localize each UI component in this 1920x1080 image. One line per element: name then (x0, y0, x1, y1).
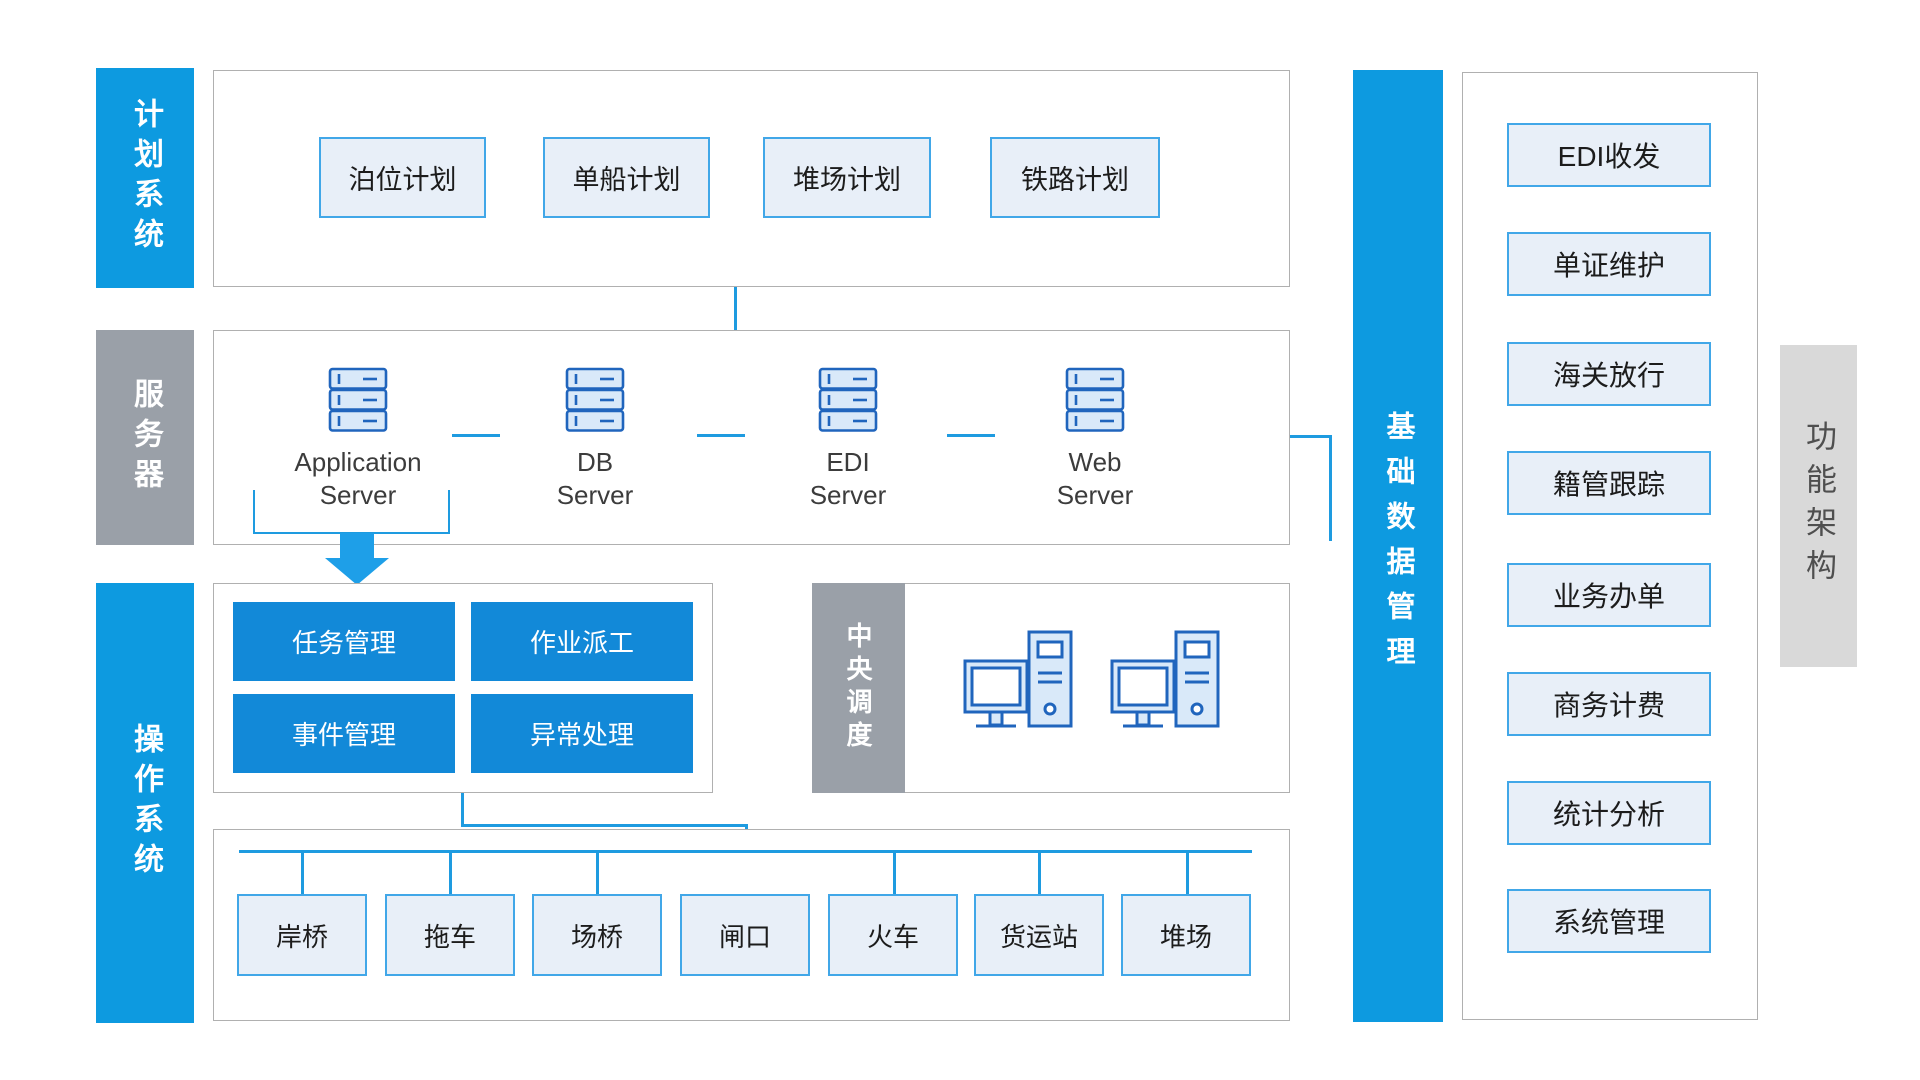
planning-item-berth: 泊位计划 (319, 137, 486, 218)
workstation-icon (963, 630, 1073, 728)
server-rack-icon (818, 367, 878, 432)
server-label-application: Application Server (258, 446, 458, 512)
equipment-box-freight-station: 货运站 (974, 894, 1104, 976)
function-label: 业务办单 (1552, 581, 1665, 612)
planning-item-rail: 铁路计划 (990, 137, 1160, 218)
equipment-label: 堆场 (1159, 921, 1212, 952)
equipment-drop-line (893, 850, 896, 895)
rail-base-data-management-label: 基础数据管理 (1382, 411, 1414, 681)
function-box-system-management: 系统管理 (1507, 889, 1711, 953)
down-arrow-head (325, 558, 389, 585)
connector-servers-right-v (1329, 435, 1332, 541)
equipment-box-train: 火车 (828, 894, 958, 976)
equipment-label: 火车 (866, 921, 919, 952)
task-box-label: 作业派工 (529, 628, 634, 658)
connector-tasks-down (461, 793, 464, 826)
function-box-customs-release: 海关放行 (1507, 342, 1711, 406)
server-label-line2: Server (556, 480, 634, 510)
equipment-drop-line (1186, 850, 1189, 895)
rail-function-architecture-label: 功能架构 (1801, 420, 1836, 592)
equipment-box-yard-crane: 场桥 (532, 894, 662, 976)
rail-server: 服务器 (96, 330, 194, 545)
connector-planning-to-servers (734, 287, 737, 330)
equipment-drop-line (1038, 850, 1041, 895)
rail-base-data-management: 基础数据管理 (1353, 70, 1443, 1022)
equipment-label: 场桥 (570, 921, 623, 952)
rail-planning-system-label: 计划系统 (129, 98, 162, 258)
server-link-dash (452, 434, 500, 437)
server-link-dash (947, 434, 995, 437)
server-rack-icon (565, 367, 625, 432)
task-box-event-management: 事件管理 (233, 694, 455, 773)
planning-item-vessel: 单船计划 (543, 137, 710, 218)
server-label-line2: Server (319, 480, 397, 510)
equipment-box-gate: 闸口 (680, 894, 810, 976)
function-box-edi: EDI收发 (1507, 123, 1711, 187)
function-label: 海关放行 (1552, 360, 1665, 391)
connector-tasks-across (461, 824, 748, 827)
central-dispatch-label: 中央调度 (843, 622, 873, 754)
server-label-web: Web Server (995, 446, 1195, 512)
functions-panel (1462, 72, 1758, 1020)
rail-operation-system-label: 操作系统 (129, 723, 162, 883)
server-label-line2: Server (809, 480, 887, 510)
equipment-bus-line (239, 850, 1252, 853)
function-label: 统计分析 (1552, 799, 1665, 830)
function-box-registry-tracking: 籍管跟踪 (1507, 451, 1711, 515)
function-label: 单证维护 (1552, 250, 1665, 281)
rail-server-label: 服务器 (129, 377, 162, 498)
rail-function-architecture: 功能架构 (1780, 345, 1857, 667)
server-label-db: DB Server (495, 446, 695, 512)
server-label-line1: Web (1068, 447, 1122, 477)
server-rack-icon (1065, 367, 1125, 432)
equipment-drop-line (449, 850, 452, 895)
function-box-statistics-analysis: 统计分析 (1507, 781, 1711, 845)
server-link-dash (697, 434, 745, 437)
connector-servers-right-h (1290, 435, 1332, 438)
server-rack-icon (328, 367, 388, 432)
planning-item-berth-label: 泊位计划 (348, 165, 457, 195)
central-dispatch-strip: 中央调度 (812, 583, 905, 793)
planning-item-yard: 堆场计划 (763, 137, 931, 218)
function-box-document-maintenance: 单证维护 (1507, 232, 1711, 296)
task-box-job-dispatch: 作业派工 (471, 602, 693, 681)
function-label: 系统管理 (1552, 907, 1665, 938)
application-server-bracket (253, 490, 450, 534)
planning-item-yard-label: 堆场计划 (793, 165, 901, 195)
server-label-edi: EDI Server (748, 446, 948, 512)
equipment-label: 岸桥 (275, 921, 328, 952)
task-box-label: 事件管理 (291, 720, 396, 750)
server-label-line1: EDI (826, 447, 870, 477)
planning-item-rail-label: 铁路计划 (1021, 165, 1129, 195)
task-box-task-management: 任务管理 (233, 602, 455, 681)
equipment-box-quay-crane: 岸桥 (237, 894, 367, 976)
function-box-business-orders: 业务办单 (1507, 563, 1711, 627)
planning-item-vessel-label: 单船计划 (572, 165, 681, 195)
equipment-box-truck: 拖车 (385, 894, 515, 976)
equipment-label: 闸口 (718, 921, 771, 952)
server-label-line1: DB (576, 447, 614, 477)
rail-operation-system: 操作系统 (96, 583, 194, 1023)
task-box-label: 任务管理 (291, 628, 396, 658)
equipment-drop-line (301, 850, 304, 895)
server-label-line2: Server (1056, 480, 1134, 510)
down-arrow (340, 533, 374, 560)
function-box-commercial-billing: 商务计费 (1507, 672, 1711, 736)
function-label: EDI收发 (1557, 141, 1661, 172)
server-label-line1: Application (294, 447, 422, 477)
function-label: 籍管跟踪 (1552, 469, 1665, 500)
task-box-label: 异常处理 (529, 720, 634, 750)
function-label: 商务计费 (1552, 690, 1665, 721)
equipment-drop-line (596, 850, 599, 895)
workstation-icon (1110, 630, 1220, 728)
equipment-label: 拖车 (423, 921, 476, 952)
servers-panel (213, 330, 1290, 545)
rail-planning-system: 计划系统 (96, 68, 194, 288)
task-box-exception-handling: 异常处理 (471, 694, 693, 773)
equipment-box-yard: 堆场 (1121, 894, 1251, 976)
equipment-label: 货运站 (999, 921, 1078, 952)
